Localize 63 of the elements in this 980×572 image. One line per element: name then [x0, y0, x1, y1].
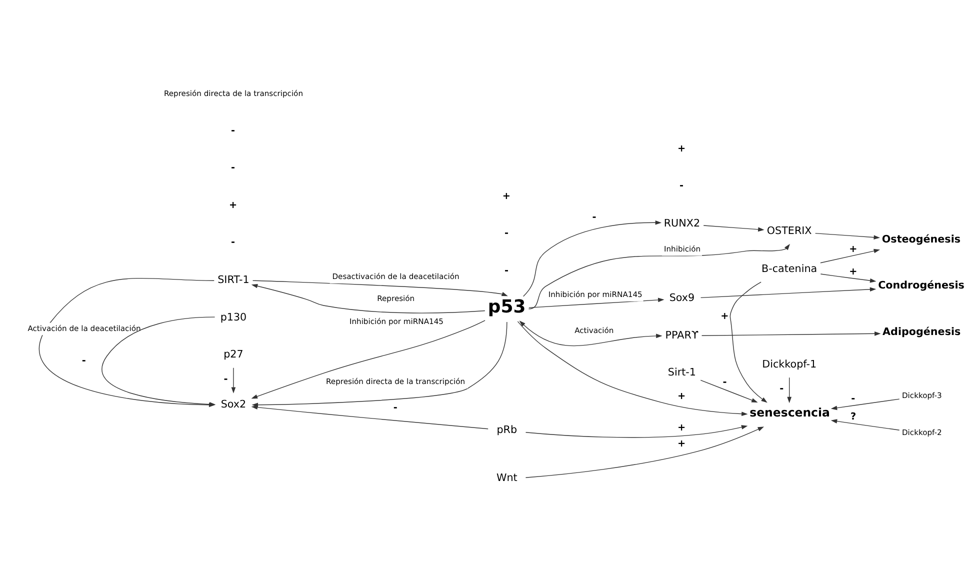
label: - — [231, 236, 236, 248]
arrow — [730, 281, 768, 402]
edge-label: + — [720, 310, 729, 322]
arrow — [251, 404, 488, 429]
label: - — [504, 228, 509, 239]
arrow — [701, 330, 881, 336]
arrow — [830, 398, 900, 410]
edge-label: + — [677, 422, 686, 434]
edge-label: + — [677, 438, 686, 449]
edge-label: - — [393, 402, 398, 414]
edge-label: ? — [850, 411, 856, 422]
arrow — [252, 280, 508, 296]
arrow — [820, 248, 880, 263]
arrow — [517, 320, 748, 416]
arrow — [703, 224, 764, 232]
edge-label: - — [851, 393, 856, 404]
edge-label: - — [722, 376, 727, 388]
arrow — [231, 367, 236, 393]
edge-label: + — [849, 243, 858, 254]
node-text: senescencia — [750, 405, 830, 420]
label: + — [502, 190, 511, 202]
arrow — [814, 232, 880, 240]
node-text: pRb — [496, 423, 518, 436]
label: - — [504, 265, 509, 276]
node-text: p53 — [488, 296, 526, 318]
arrow — [525, 424, 748, 438]
node-text: Adipogénesis — [882, 325, 961, 338]
node-text: p130 — [220, 310, 247, 323]
label: + — [677, 142, 686, 154]
arrow — [525, 426, 764, 478]
arrow — [523, 220, 662, 296]
edge-label: - — [780, 383, 784, 394]
edge-label: - — [82, 354, 86, 366]
label: - — [231, 124, 236, 136]
edge-label: - — [224, 373, 228, 384]
node-text: Sirt-1 — [668, 366, 696, 378]
arrow — [528, 297, 664, 308]
node-text: p27 — [224, 348, 244, 360]
label: - — [680, 180, 684, 192]
node-text: Wnt — [496, 472, 518, 484]
node-text: OSTERIX — [766, 224, 812, 237]
edge-label: + — [849, 266, 858, 278]
arrow — [519, 320, 662, 346]
arrow — [700, 286, 876, 298]
node-text: Condrogénesis — [878, 279, 964, 292]
label: - — [231, 162, 236, 174]
label: + — [228, 199, 238, 210]
node-text: B-catenina — [762, 262, 818, 274]
edge-label: - — [592, 212, 596, 223]
node-text: SIRT-1 — [218, 274, 250, 286]
arrow — [251, 283, 486, 313]
arrow — [787, 376, 792, 403]
arrow — [820, 273, 876, 282]
arrow — [830, 418, 900, 430]
arrow — [700, 379, 758, 402]
node-text: PPARϒ — [665, 328, 699, 341]
node-text: Osteogénesis — [882, 232, 961, 245]
node-text: Dickkopf-1 — [762, 358, 817, 370]
node-text: Sox9 — [669, 292, 695, 304]
arrow — [251, 320, 486, 398]
edge-label: + — [677, 390, 686, 402]
node-text: RUNX2 — [664, 216, 700, 229]
node-text: Sox2 — [220, 398, 246, 410]
